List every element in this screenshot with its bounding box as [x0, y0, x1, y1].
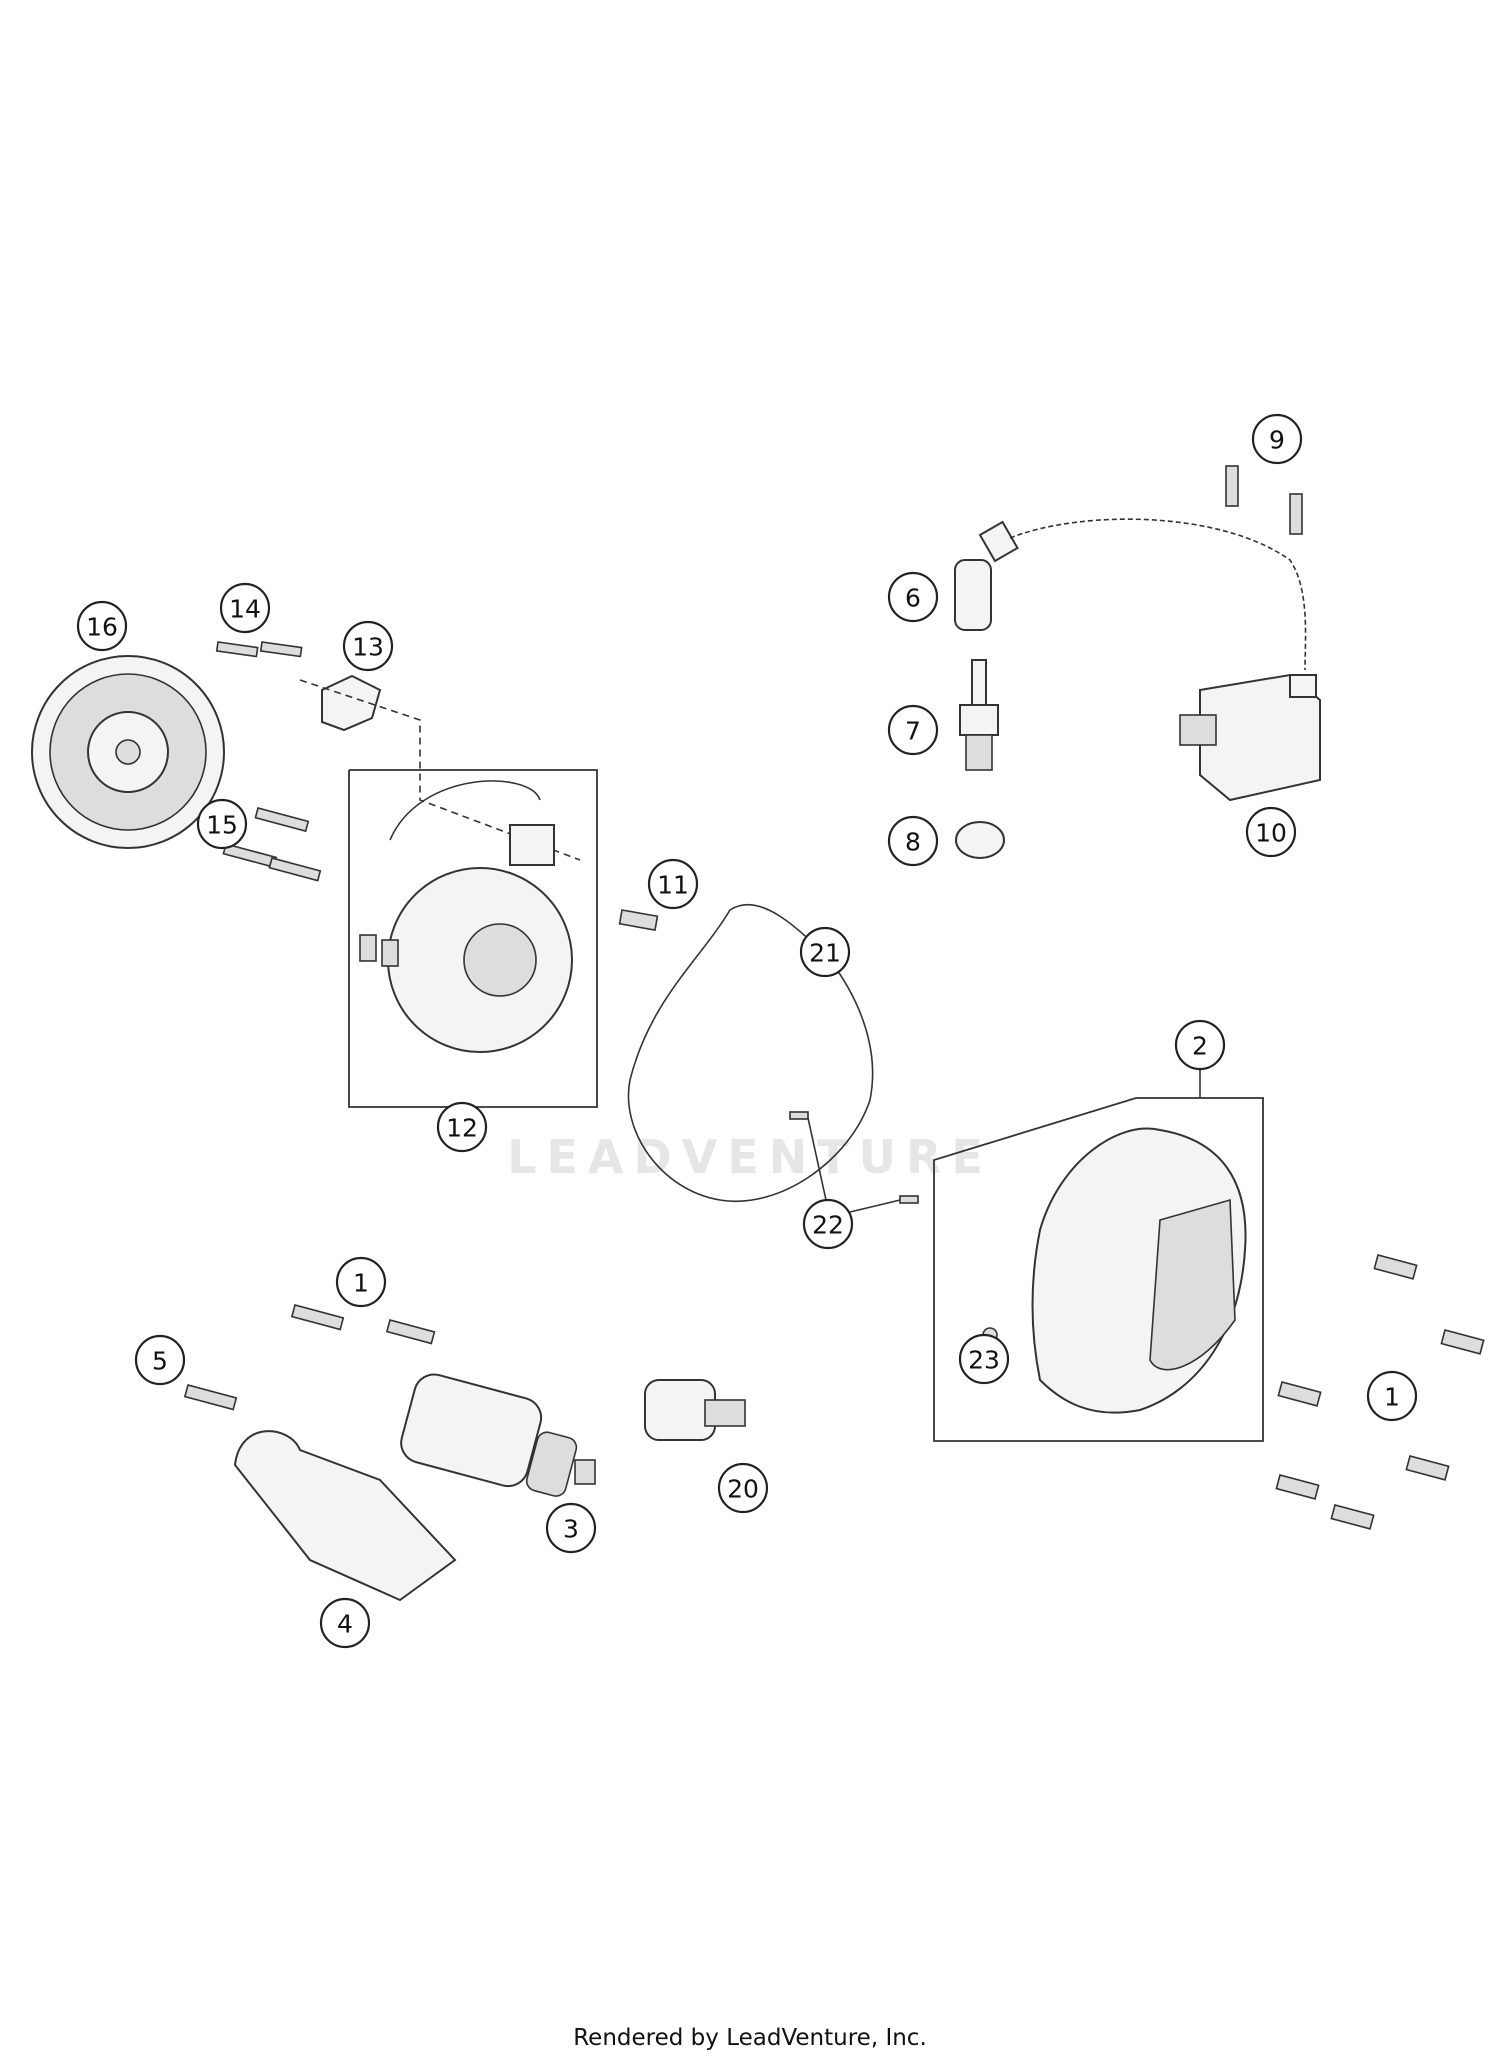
callout-circle — [717, 1462, 769, 1514]
callout-circle — [1366, 1370, 1418, 1422]
callout-label: 4 — [337, 1610, 353, 1639]
callout-circle — [1174, 1019, 1226, 1071]
callout-label: 8 — [905, 828, 921, 857]
callout-1[interactable]: 1 — [335, 1256, 387, 1308]
callout-circle — [436, 1101, 488, 1153]
group-box-2 — [933, 1097, 1264, 1442]
callout-circle — [802, 1198, 854, 1250]
callout-11[interactable]: 11 — [647, 858, 699, 910]
starter-drive — [644, 1379, 746, 1441]
bracket — [321, 674, 382, 732]
group-box-12 — [348, 769, 598, 1108]
callout-circle — [196, 798, 248, 850]
callout-15[interactable]: 15 — [196, 798, 248, 850]
callout-label: 23 — [968, 1346, 1000, 1375]
bolts-1-right — [1275, 1254, 1485, 1530]
bolt-5 — [183, 1384, 238, 1411]
callout-2[interactable]: 2 — [1174, 1019, 1226, 1071]
callout-4[interactable]: 4 — [319, 1597, 371, 1649]
spark-plug-cap — [954, 518, 1307, 671]
callout-10[interactable]: 10 — [1245, 806, 1297, 858]
callout-13[interactable]: 13 — [342, 620, 394, 672]
ignition-coil — [1179, 673, 1321, 802]
callout-5[interactable]: 5 — [134, 1334, 186, 1386]
bolts-14 — [215, 641, 303, 658]
callout-circle — [958, 1333, 1010, 1385]
callout-21[interactable]: 21 — [799, 926, 851, 978]
callout-label: 1 — [353, 1269, 369, 1298]
callout-label: 13 — [352, 633, 384, 662]
callout-label: 20 — [727, 1475, 759, 1504]
callout-label: 2 — [1192, 1032, 1208, 1061]
callout-label: 15 — [206, 811, 238, 840]
callout-label: 10 — [1255, 819, 1287, 848]
callout-circle — [647, 858, 699, 910]
callout-circle — [134, 1334, 186, 1386]
callout-22[interactable]: 22 — [802, 1198, 854, 1250]
callout-20[interactable]: 20 — [717, 1462, 769, 1514]
callout-label: 16 — [86, 613, 118, 642]
callout-label: 21 — [809, 939, 841, 968]
dowel-pin — [899, 1195, 919, 1204]
callout-circle — [545, 1502, 597, 1554]
callout-9[interactable]: 9 — [1251, 413, 1303, 465]
callout-12[interactable]: 12 — [436, 1101, 488, 1153]
sensor-11 — [618, 909, 659, 931]
spark-plug — [959, 659, 999, 771]
callout-circle — [887, 815, 939, 867]
callout-3[interactable]: 3 — [545, 1502, 597, 1554]
callout-circle — [799, 926, 851, 978]
callout-7[interactable]: 7 — [887, 704, 939, 756]
callout-label: 6 — [905, 584, 921, 613]
bolt-9 — [1225, 465, 1239, 507]
callout-circle — [319, 1597, 371, 1649]
callout-circle — [1251, 413, 1303, 465]
callout-circle — [76, 600, 128, 652]
callout-circle — [887, 571, 939, 623]
seal-ring — [955, 821, 1005, 859]
callout-circle — [887, 704, 939, 756]
callout-label: 12 — [446, 1114, 478, 1143]
callout-circle — [219, 582, 271, 634]
watermark: LEADVENTURE — [507, 1130, 993, 1184]
callout-label: 7 — [905, 717, 921, 746]
callout-16[interactable]: 16 — [76, 600, 128, 652]
callout-label: 11 — [657, 871, 689, 900]
starter-motor — [400, 1373, 596, 1497]
bolt-9 — [1289, 493, 1303, 535]
callout-label: 9 — [1269, 426, 1285, 455]
callout-circle — [342, 620, 394, 672]
callout-label: 1 — [1384, 1383, 1400, 1412]
bolt-1 — [385, 1319, 436, 1345]
callout-label: 5 — [152, 1347, 168, 1376]
callout-14[interactable]: 14 — [219, 582, 271, 634]
callout-label: 22 — [812, 1211, 844, 1240]
flywheel — [31, 655, 225, 849]
callout-23[interactable]: 23 — [958, 1333, 1010, 1385]
bolt-1 — [290, 1304, 345, 1331]
callout-6[interactable]: 6 — [887, 571, 939, 623]
callout-circle — [335, 1256, 387, 1308]
callout-8[interactable]: 8 — [887, 815, 939, 867]
footer-credit: Rendered by LeadVenture, Inc. — [573, 2025, 927, 2051]
ignition-cover — [982, 1127, 1247, 1414]
starter-guard — [233, 1430, 457, 1602]
dowel-pin — [789, 1111, 809, 1120]
callout-label: 14 — [229, 595, 261, 624]
callout-1[interactable]: 1 — [1366, 1370, 1418, 1422]
stator — [299, 679, 581, 1053]
callout-circle — [1245, 806, 1297, 858]
callout-label: 3 — [563, 1515, 579, 1544]
